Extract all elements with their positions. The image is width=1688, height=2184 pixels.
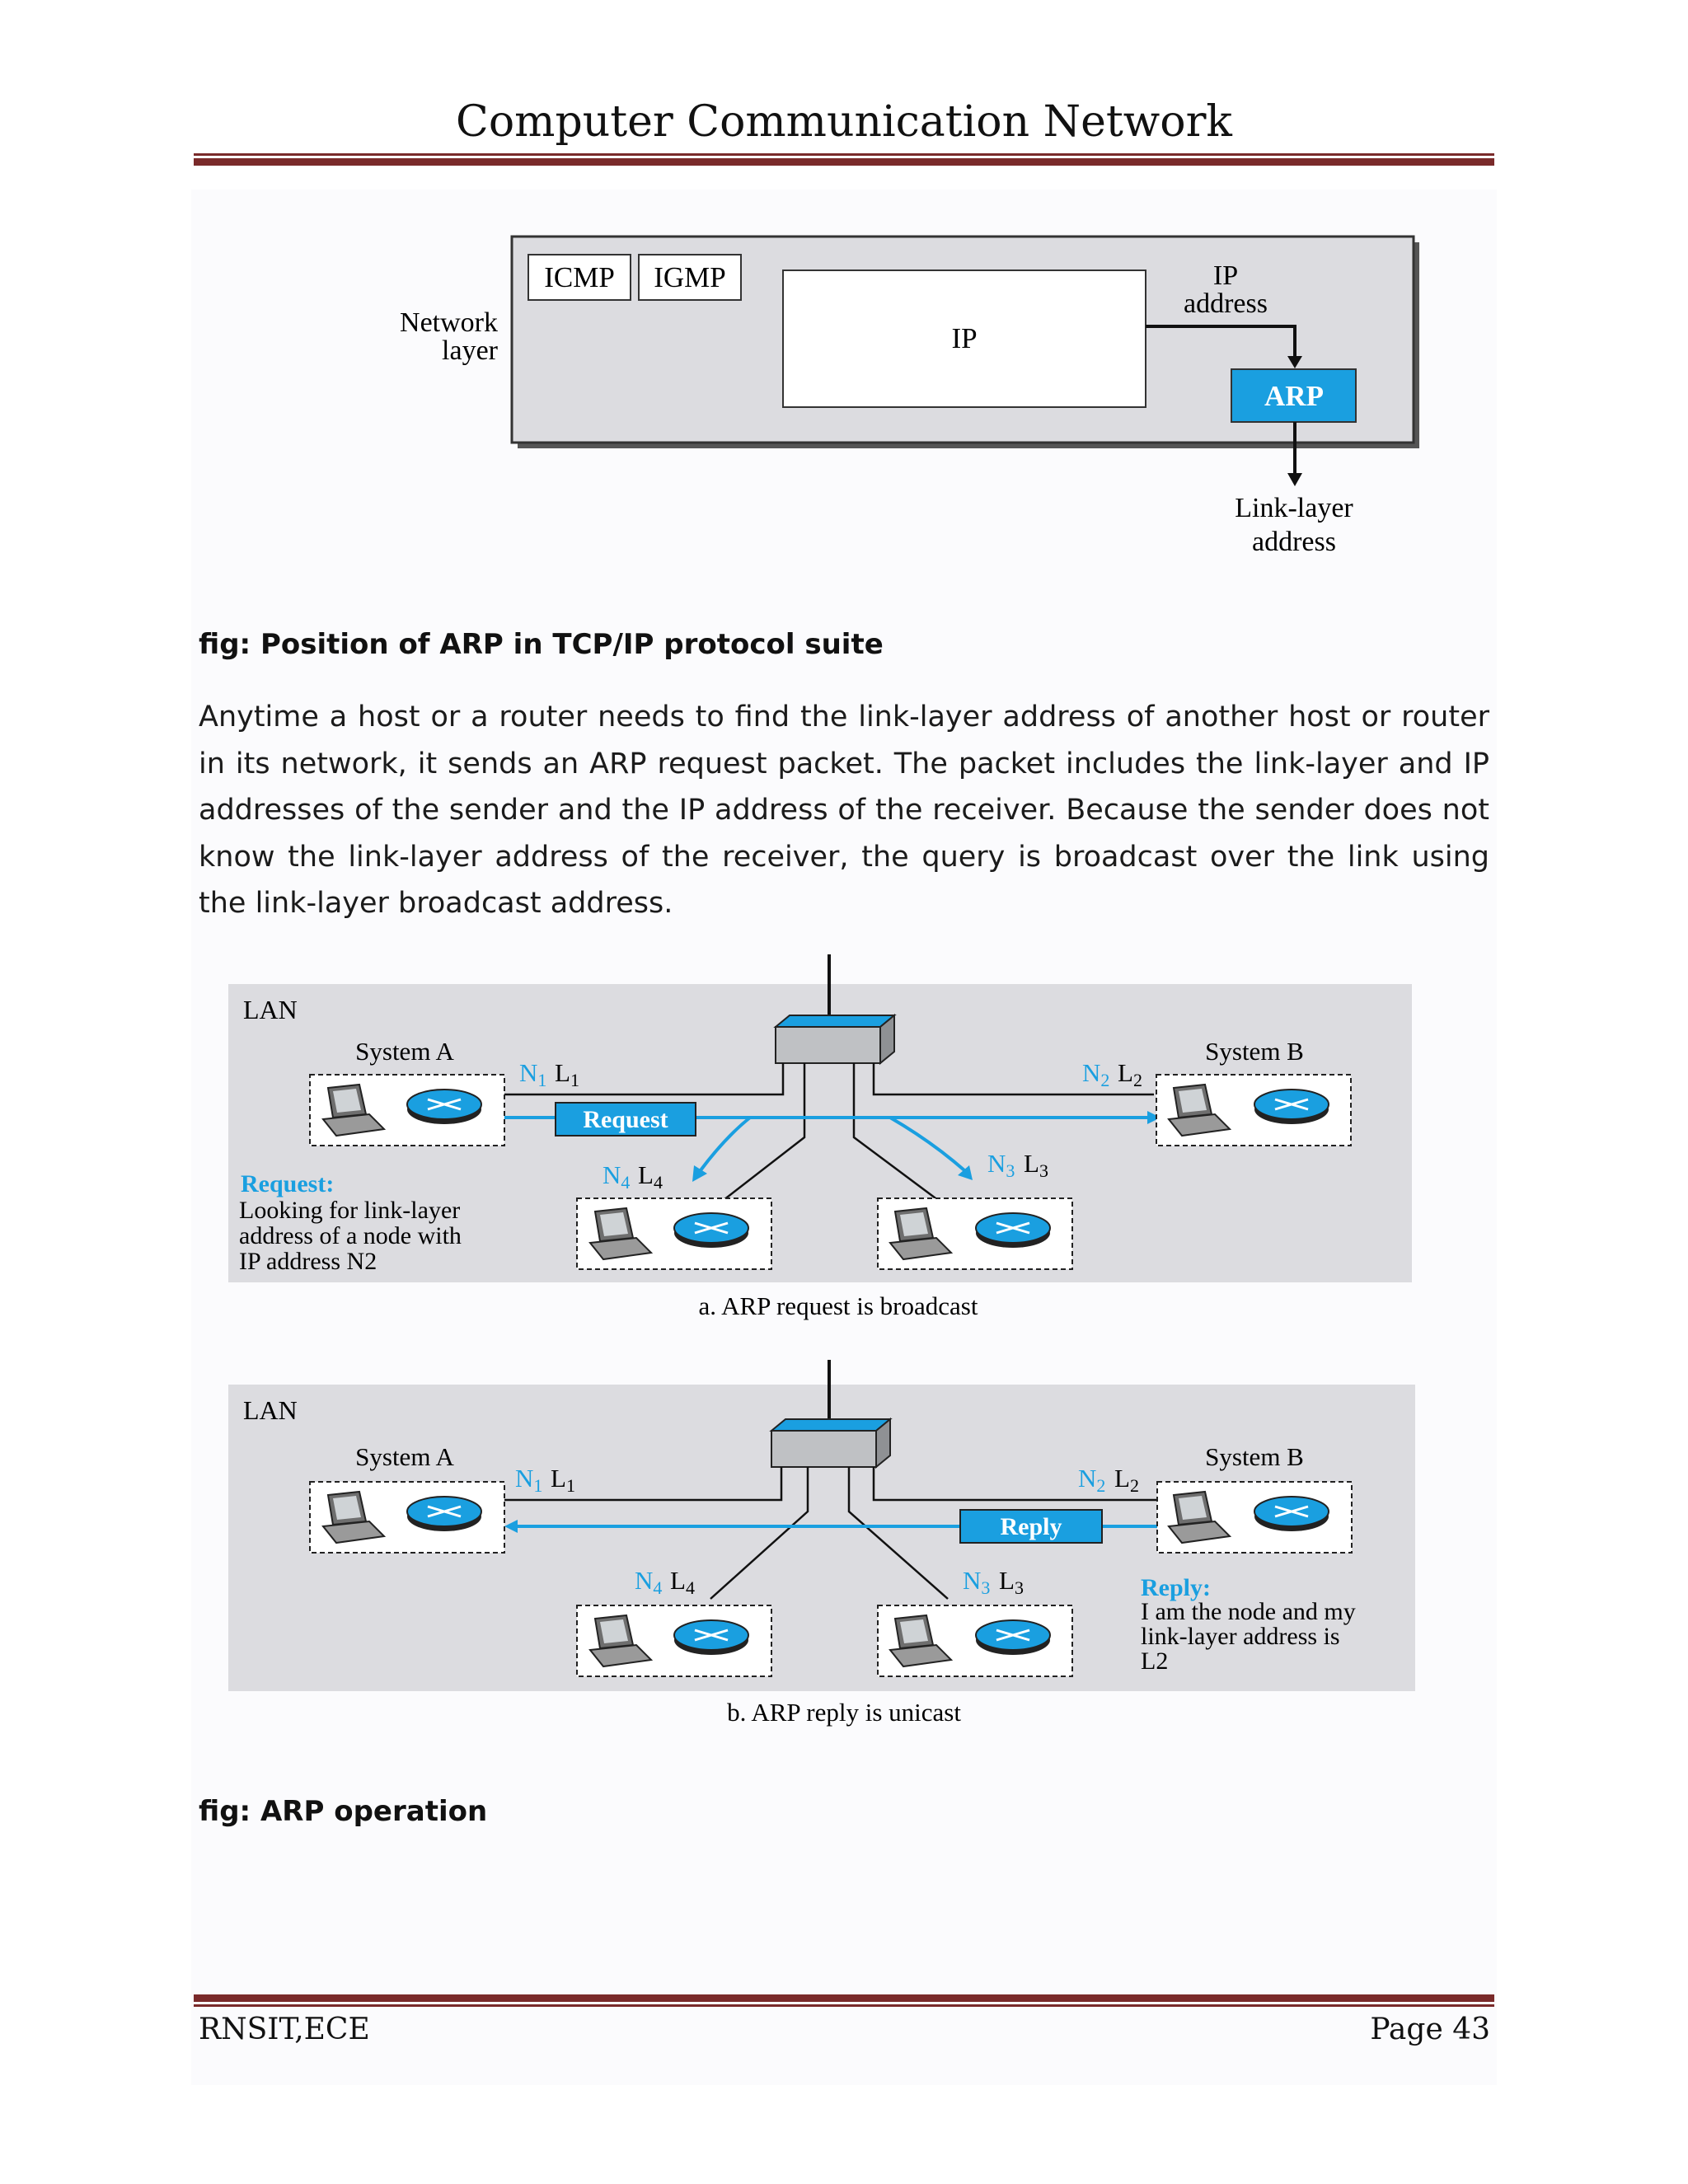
- broadcast-branch-n4: [699, 1116, 752, 1172]
- router-icon: [406, 1088, 483, 1126]
- figure1-caption: fig: Position of ARP in TCP/IP protocol …: [199, 628, 884, 661]
- switch-b-top: [769, 1418, 893, 1432]
- switch-a-body: [775, 1026, 881, 1064]
- reply-note-line3: L2: [1141, 1647, 1168, 1675]
- switch-a-top: [773, 1015, 897, 1028]
- igmp-box: [638, 254, 742, 301]
- header-rule: [194, 153, 1494, 166]
- wire-a-system-a: [503, 1063, 785, 1096]
- broadcast-arrowhead-n3: [958, 1165, 973, 1180]
- broadcast-arrowhead-b: [1147, 1111, 1160, 1124]
- request-note-line3: IP address N2: [239, 1248, 377, 1275]
- reply-note-line1: I am the node and my: [1141, 1598, 1356, 1625]
- network-label-line1: Network: [400, 307, 498, 338]
- arp-operation-diagram: LAN Request System A N1 L1 System B N2 L…: [228, 954, 1415, 1727]
- wire-b-system-b: [872, 1467, 1157, 1502]
- ip-address-line2: address: [1184, 288, 1268, 319]
- network-label-line2: layer: [442, 335, 499, 366]
- request-note-line2: address of a node with: [239, 1222, 462, 1249]
- broadcast-arrowhead-n4: [692, 1165, 707, 1182]
- router-icon: [1253, 1088, 1330, 1126]
- router-icon: [974, 1212, 1052, 1249]
- n3-label-a: N3: [987, 1149, 1015, 1181]
- footer-rule: [194, 1994, 1494, 2007]
- reply-box: [959, 1509, 1103, 1544]
- link-layer-line1: Link-layer: [1235, 493, 1353, 523]
- reply-note-line2: link-layer address is: [1141, 1623, 1340, 1650]
- ip-address-line1: IP: [1213, 260, 1238, 291]
- l4-label-a: L4: [638, 1160, 663, 1193]
- request-note-title: Request:: [241, 1170, 334, 1197]
- reply-note-title: Reply:: [1141, 1574, 1211, 1601]
- system-a-label-b: System A: [355, 1442, 454, 1471]
- wire-b-system-a: [504, 1467, 783, 1502]
- router-icon: [673, 1619, 750, 1657]
- wire-b-n3: [847, 1467, 949, 1600]
- request-note-line1: Looking for link-layer: [239, 1197, 460, 1224]
- system-b-label-a: System B: [1205, 1037, 1304, 1066]
- broadcast-branch-n3: [889, 1116, 966, 1172]
- reply-label: Reply: [1001, 1513, 1062, 1540]
- switch-b-body: [771, 1430, 877, 1468]
- system-a-label-a: System A: [355, 1037, 454, 1066]
- ip-box: [782, 269, 1146, 408]
- router-icon: [673, 1212, 750, 1249]
- arp-box: [1231, 368, 1357, 423]
- page-title: Computer Communication Network: [456, 97, 1232, 147]
- wire-b-n4: [710, 1467, 809, 1600]
- figure2-caption: fig: ARP operation: [199, 1795, 488, 1828]
- arp-position-diagram: Network layer ICMP IGMP IP IP address AR…: [400, 235, 1419, 557]
- ip-label: IP: [951, 322, 977, 354]
- router-icon: [974, 1619, 1052, 1657]
- ip-to-arp-arrowhead: [1287, 356, 1302, 368]
- footer-institution: RNSIT,ECE: [199, 2013, 370, 2046]
- switch-a-side: [879, 1013, 895, 1066]
- panel-a-caption: a. ARP request is broadcast: [699, 1291, 978, 1320]
- request-box: [555, 1102, 696, 1137]
- router-icon: [1253, 1495, 1330, 1533]
- unicast-arrowhead: [504, 1520, 518, 1533]
- link-layer-line2: address: [1252, 527, 1336, 557]
- request-label: Request: [583, 1106, 668, 1133]
- l2-label-b: L2: [1114, 1464, 1139, 1496]
- icmp-label: ICMP: [544, 261, 615, 293]
- system-b-label-b: System B: [1205, 1442, 1304, 1471]
- router-icon: [406, 1495, 483, 1533]
- icmp-box: [528, 254, 631, 301]
- wire-a-n3: [852, 1063, 965, 1221]
- page-number: Page 43: [1370, 2013, 1490, 2046]
- lan-a-label: LAN: [243, 995, 298, 1024]
- lan-b-label: LAN: [243, 1395, 298, 1425]
- ip-to-arp-arrow: [1146, 325, 1296, 359]
- switch-b-side: [875, 1417, 891, 1469]
- panel-b-caption: b. ARP reply is unicast: [727, 1698, 961, 1727]
- arp-down-arrowhead: [1287, 473, 1302, 486]
- body-paragraph: Anytime a host or a router needs to find…: [199, 701, 1489, 920]
- wire-a-n4: [697, 1063, 806, 1221]
- igmp-label: IGMP: [654, 261, 726, 293]
- arp-label: ARP: [1264, 380, 1324, 412]
- wire-a-system-b: [872, 1063, 1154, 1096]
